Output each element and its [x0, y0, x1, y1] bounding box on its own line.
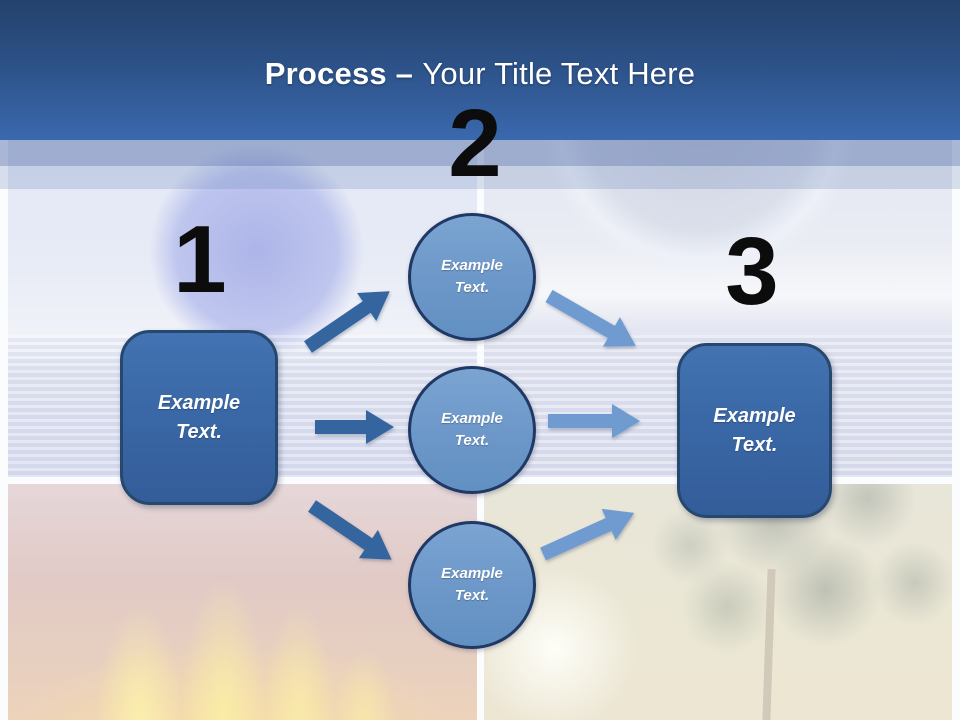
step-circle-bottom-label: Example Text.	[441, 565, 503, 604]
arrow-bottom-circle-to-end	[540, 508, 635, 561]
photo-tree	[484, 484, 952, 720]
step-circle-middle-label: Example Text.	[441, 410, 503, 449]
header-fade-band-dark	[0, 140, 960, 166]
arrow-top-circle-to-end	[545, 289, 636, 347]
step-circle-bottom: Example Text.	[408, 521, 536, 649]
arrow-middle-circle-to-end	[548, 404, 640, 438]
header-fade-band-light	[0, 166, 960, 189]
step-number-1: 1	[173, 206, 227, 313]
arrow-start-to-top-circle	[304, 291, 390, 353]
end-box: Example Text.	[677, 343, 832, 518]
arrow-start-to-bottom-circle	[308, 500, 392, 560]
arrow-start-to-middle-circle	[315, 410, 394, 444]
start-box: Example Text.	[120, 330, 278, 505]
step-circle-middle: Example Text.	[408, 366, 536, 494]
slide-title-emphasis: Process –	[264, 56, 414, 91]
collage-right-frame	[952, 140, 960, 720]
slide-title: Process –Your Title Text Here	[0, 56, 960, 92]
end-box-label: Example Text.	[713, 404, 796, 456]
photo-fire	[8, 484, 477, 720]
step-circle-top: Example Text.	[408, 213, 536, 341]
start-box-label: Example Text.	[157, 391, 241, 443]
collage-left-frame	[0, 140, 8, 720]
slide-header: Process –Your Title Text Here	[0, 0, 960, 140]
slide-title-rest: Your Title Text Here	[422, 56, 696, 91]
step-number-3: 3	[725, 218, 779, 325]
step-circle-top-label: Example Text.	[441, 257, 503, 296]
step-number-2: 2	[448, 90, 502, 197]
